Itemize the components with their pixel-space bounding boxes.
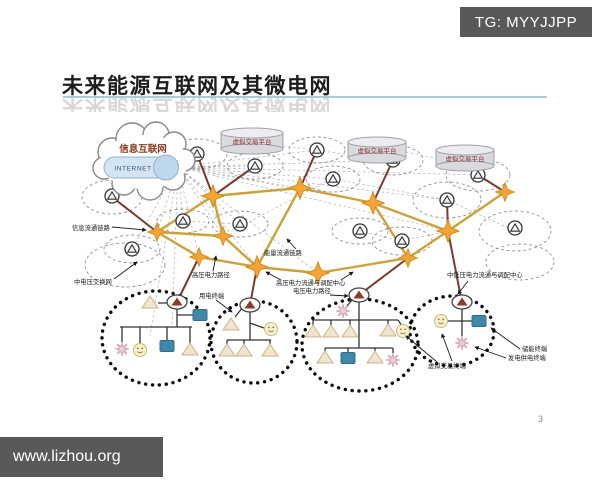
power-router-node (495, 182, 515, 202)
load-terminal-icon (218, 343, 236, 357)
power-router-node (398, 248, 418, 268)
load-terminal-icon (379, 323, 397, 337)
transformer-icon (451, 294, 473, 310)
network-router-icon (394, 233, 410, 249)
load-terminal-icon (366, 350, 384, 364)
microgrid-circle (209, 299, 299, 385)
power-router-node (361, 191, 385, 215)
network-router-icon (439, 192, 455, 208)
label-info-link: 信息流通链路 (72, 223, 110, 232)
label-virtual-trade-terminal: 虚拟交易终端 (428, 361, 466, 370)
microgrid-circle (100, 289, 212, 387)
transformer-icon (166, 294, 188, 310)
label-hv-center-line2: 电压电力路径 (293, 286, 331, 295)
internet-label: INTERNET (114, 166, 151, 173)
transformer-icon (348, 287, 370, 303)
consumer-terminal-icon (396, 324, 410, 338)
generator-terminal-icon (454, 335, 470, 351)
maroon-energy-links (111, 149, 506, 306)
generator-terminal-icon (385, 352, 401, 368)
watermark-bottom-text: www.lizhou.org (13, 448, 121, 465)
power-router-node (189, 247, 209, 267)
consumer-terminal-icon (133, 343, 147, 357)
power-router-node (201, 184, 225, 208)
microgrid-1 (114, 294, 208, 357)
trading-platform-cylinder-3: 虚拟交易平台 (435, 144, 495, 172)
power-router-nodes (147, 176, 515, 285)
page-title: 未来能源互联网及其微电网 (62, 75, 332, 98)
consumer-terminal-icon (434, 314, 448, 328)
load-terminal-icon (261, 343, 279, 357)
load-terminal-icon (235, 343, 253, 357)
load-terminal-icon (316, 350, 334, 364)
storage-terminal-icon (340, 352, 356, 364)
label-energy-link: 能量流通链路 (264, 248, 302, 257)
label-mlv-center: 中低压电力流通与调配中心 (447, 270, 523, 279)
network-router-icon (247, 158, 263, 174)
network-router-icon (175, 213, 191, 229)
microgrid-3 (304, 287, 410, 368)
load-terminal-icon (322, 324, 340, 338)
microgrid-2 (218, 297, 279, 357)
network-router-icon (507, 220, 523, 236)
cloud-label: 信息互联网 (119, 143, 167, 155)
network-router-icon (325, 171, 341, 187)
network-router-icon (124, 241, 140, 257)
energy-internet-diagram: 虚拟交易平台 虚拟交易平台 虚拟交易平台 信息互联网 INTERNET (72, 121, 555, 393)
storage-terminal-icon (159, 340, 175, 352)
load-terminal-icon (222, 317, 240, 331)
label-hv-center-line1: 高压电力流通与调配中心 (276, 278, 346, 287)
watermark-top-banner: TG: MYYJJPP (460, 7, 592, 37)
storage-terminal-icon (471, 315, 487, 327)
power-router-node (436, 219, 460, 243)
platform-label: 虚拟交易平台 (233, 137, 272, 146)
network-router-icon (352, 223, 368, 239)
platform-label: 虚拟交易平台 (446, 154, 485, 163)
trading-platform-cylinder-2: 虚拟交易平台 (347, 136, 407, 164)
info-internet-cloud: 信息互联网 INTERNET (92, 121, 196, 201)
watermark-top-text: TG: MYYJJPP (474, 13, 578, 31)
label-mv-exchange-net: 中电压交换网 (74, 277, 112, 286)
load-terminal-icon (341, 324, 359, 338)
label-storage-terminal: 储能终端 (522, 344, 548, 353)
label-hv-power-path: 高压电力路径 (192, 270, 230, 279)
microgrid-circle (408, 294, 496, 368)
generator-terminal-icon (114, 341, 130, 357)
microgrid-4 (434, 294, 487, 351)
title-underline (63, 96, 547, 98)
label-gen-supply-terminal: 发电供电终端 (508, 353, 546, 362)
storage-terminal-icon (192, 309, 208, 321)
watermark-bottom-banner: www.lizhou.org (0, 437, 163, 477)
microgrid-circle (300, 297, 420, 393)
network-router-icon (309, 142, 325, 158)
power-router-node (288, 176, 312, 200)
generator-terminal-icon (335, 303, 351, 319)
trading-platform-cylinder-1: 虚拟交易平台 (220, 127, 284, 155)
label-arrows (111, 226, 521, 363)
information-link-mesh (182, 145, 516, 242)
platform-label: 虚拟交易平台 (358, 146, 397, 155)
load-terminal-icon (181, 342, 199, 356)
label-consumer-terminal: 用电终端 (199, 291, 225, 300)
page-number: 3 (538, 414, 544, 424)
network-router-icon (232, 216, 248, 232)
consumer-terminal-icon (264, 322, 278, 336)
transformer-icon (239, 297, 261, 313)
load-terminal-icon (304, 324, 322, 338)
